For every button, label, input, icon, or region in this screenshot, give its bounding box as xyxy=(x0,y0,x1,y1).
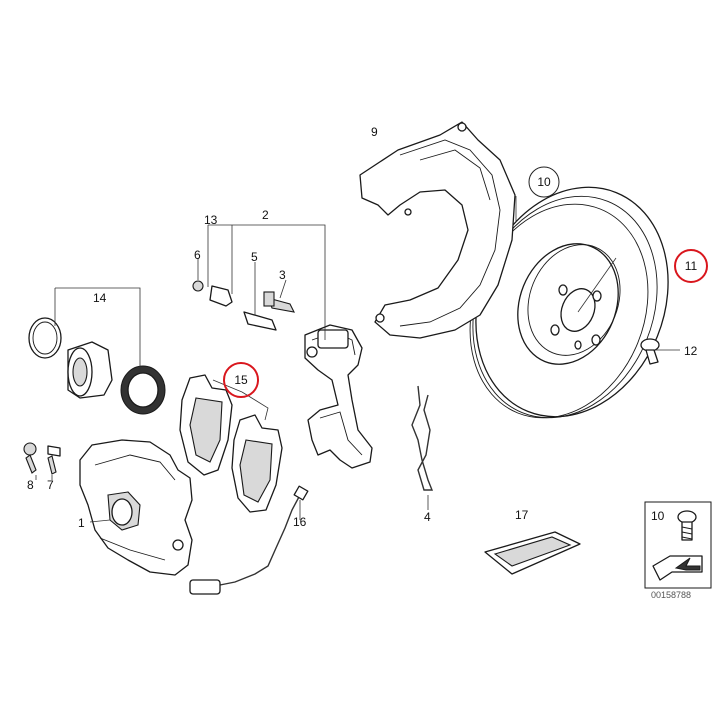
dust-shield xyxy=(359,121,516,339)
brake-disc xyxy=(469,186,669,419)
callout-12: 12 xyxy=(684,344,698,358)
callout-8: 8 xyxy=(27,478,34,492)
callout-10-ring xyxy=(528,166,560,198)
callout-4: 4 xyxy=(424,510,431,524)
brake-pads xyxy=(179,374,283,513)
assembly-paste xyxy=(484,531,581,575)
wear-sensor xyxy=(189,485,309,595)
callout-1: 1 xyxy=(78,516,85,530)
brake-caliper xyxy=(79,439,193,576)
callout-6: 6 xyxy=(194,248,201,262)
guide-pins-and-bolts xyxy=(23,280,295,475)
disc-screw xyxy=(640,338,660,365)
callout-2: 2 xyxy=(262,208,269,222)
diagram-code: 00158788 xyxy=(651,590,691,600)
callout-5: 5 xyxy=(251,250,258,264)
callout-13: 13 xyxy=(204,213,218,227)
inset-arrow-icon xyxy=(652,555,703,581)
callout-3: 3 xyxy=(279,268,286,282)
callout-11-highlight-ring xyxy=(674,249,708,283)
anti-rattle-spring xyxy=(411,385,434,491)
callout-9: 9 xyxy=(371,125,378,139)
callout-14: 14 xyxy=(93,291,107,305)
inset-callout-10: 10 xyxy=(651,509,665,523)
callout-17: 17 xyxy=(515,508,529,522)
piston-seal-kit xyxy=(28,317,166,415)
callout-16: 16 xyxy=(293,515,307,529)
callout-7: 7 xyxy=(47,478,54,492)
callout-10: 10 xyxy=(537,175,551,189)
leader-lines xyxy=(35,196,680,523)
caliper-carrier xyxy=(304,324,373,469)
inset-bolt-icon xyxy=(677,510,697,541)
inset-panel: 10 xyxy=(644,501,712,589)
callout-11: 11 xyxy=(685,259,698,273)
callout-15: 15 xyxy=(234,373,248,387)
callout-15-highlight-ring xyxy=(223,362,259,398)
